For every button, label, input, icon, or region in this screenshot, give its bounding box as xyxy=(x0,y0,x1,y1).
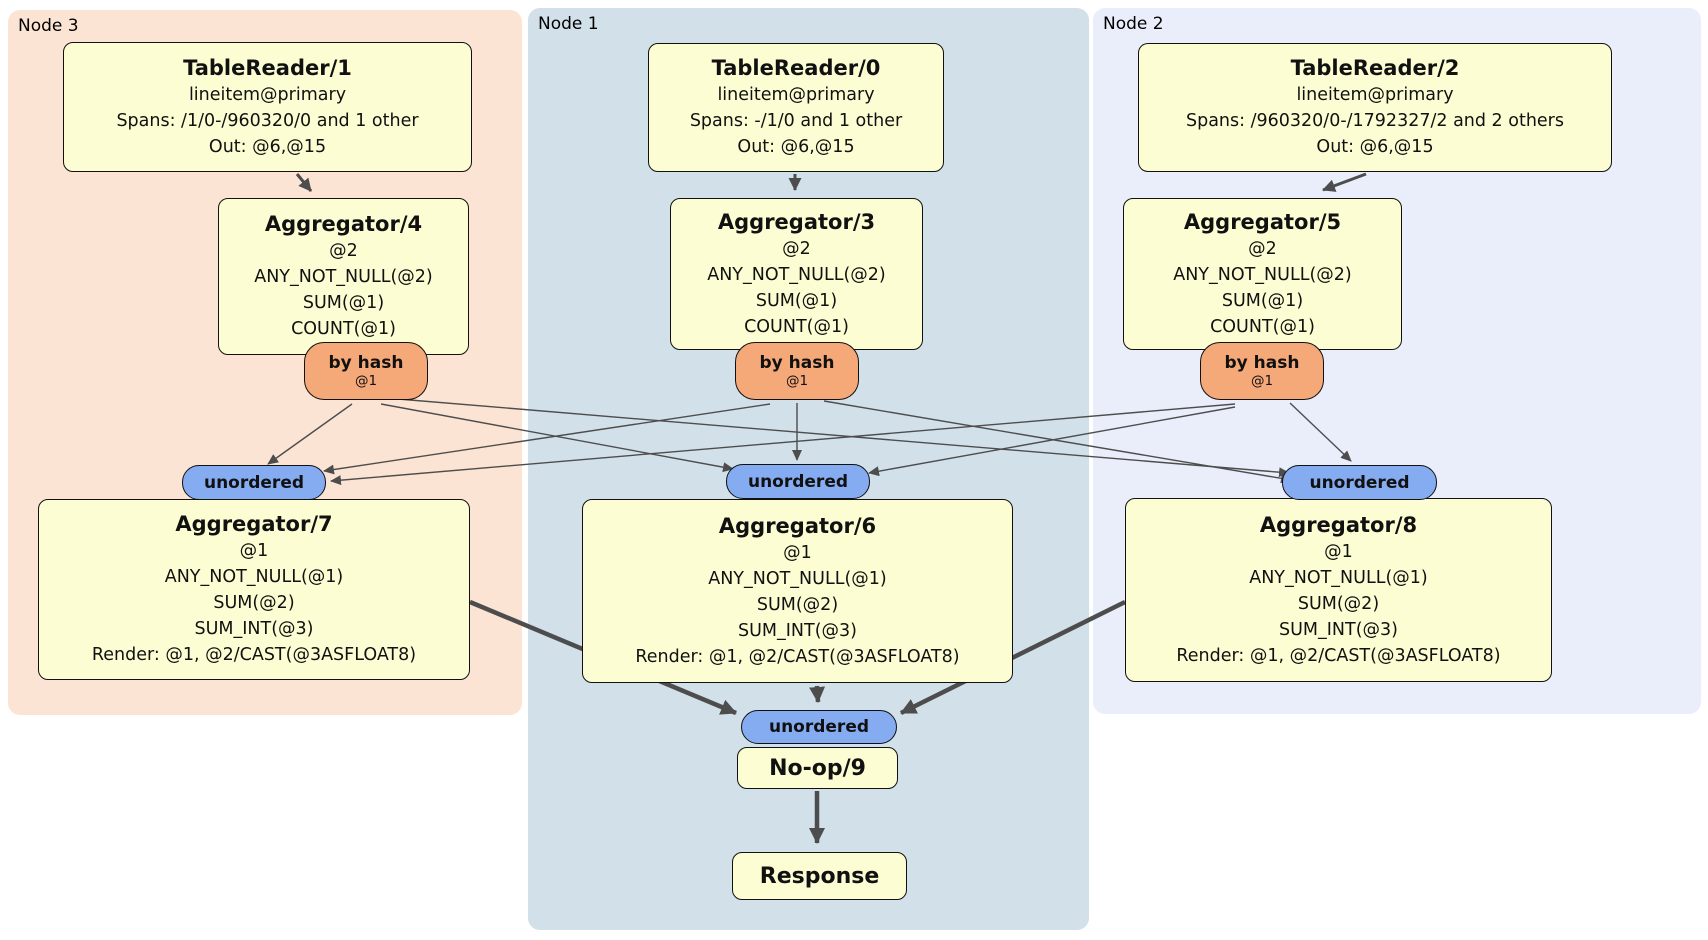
processor-response: Response xyxy=(732,852,907,900)
router-by-hash-node2: by hash @1 xyxy=(1200,342,1324,400)
processor-line: SUM(@2) xyxy=(1297,593,1380,614)
processor-noop-9: No-op/9 xyxy=(737,747,898,789)
processor-line: SUM_INT(@3) xyxy=(738,620,857,641)
processor-title: Response xyxy=(759,863,880,889)
processor-title: Aggregator/7 xyxy=(175,512,333,536)
edge-tr2-agg5 xyxy=(1322,172,1367,192)
processor-line: SUM_INT(@3) xyxy=(194,619,314,639)
processor-tablereader-2: TableReader/2 lineitem@primary Spans: /9… xyxy=(1138,43,1612,172)
processor-line: lineitem@primary xyxy=(717,85,875,105)
sync-label: unordered xyxy=(1309,472,1410,493)
edge-byhash5-unordered2 xyxy=(1289,402,1352,462)
router-key: @1 xyxy=(354,373,378,389)
processor-line: ANY_NOT_NULL(@2) xyxy=(1173,264,1352,285)
sync-unordered-node1: unordered xyxy=(726,464,870,499)
edge-agg6-unordered-final xyxy=(809,685,826,703)
edge-byhash5-unordered1 xyxy=(868,406,1236,477)
processor-line: Out: @6,@15 xyxy=(208,136,327,157)
processor-line: SUM(@2) xyxy=(756,594,839,615)
processor-line: SUM(@1) xyxy=(1221,290,1304,311)
processor-aggregator-5: Aggregator/5 @2 ANY_NOT_NULL(@2) SUM(@1)… xyxy=(1123,198,1402,350)
edge-byhash5-unordered3 xyxy=(330,403,1236,486)
processor-line: Render: @1, @2/CAST(@3ASFLOAT8) xyxy=(1176,645,1501,666)
processor-line: Spans: -/1/0 and 1 other xyxy=(689,111,903,131)
processor-title: Aggregator/4 xyxy=(264,212,423,236)
processor-line: @2 xyxy=(782,238,811,259)
processor-line: lineitem@primary xyxy=(188,84,347,105)
processor-line: Out: @6,@15 xyxy=(737,137,855,157)
region-node-2-label: Node 2 xyxy=(1103,14,1164,34)
edge-byhash1-unordered3 xyxy=(323,403,771,475)
router-by-hash-node1: by hash @1 xyxy=(735,342,859,400)
processor-aggregator-6: Aggregator/6 @1 ANY_NOT_NULL(@1) SUM(@2)… xyxy=(582,499,1013,683)
processor-title: Aggregator/8 xyxy=(1259,512,1418,537)
processor-tablereader-0: TableReader/0 lineitem@primary Spans: -/… xyxy=(648,43,944,172)
edge-byhash4-unordered2 xyxy=(397,398,1290,478)
region-node-3-label: Node 3 xyxy=(18,16,79,36)
processor-line: Render: @1, @2/CAST(@3ASFLOAT8) xyxy=(91,645,417,665)
processor-line: @2 xyxy=(329,241,358,261)
processor-line: Out: @6,@15 xyxy=(1316,137,1434,157)
processor-line: SUM_INT(@3) xyxy=(1279,619,1398,640)
router-key: @1 xyxy=(1250,373,1274,389)
region-node-1-label: Node 1 xyxy=(538,14,599,34)
processor-line: ANY_NOT_NULL(@1) xyxy=(708,568,887,589)
processor-line: ANY_NOT_NULL(@1) xyxy=(1249,567,1428,588)
router-by-hash-node3: by hash @1 xyxy=(304,342,428,400)
sync-label: unordered xyxy=(768,717,870,737)
processor-line: Spans: /1/0-/960320/0 and 1 other xyxy=(116,110,419,131)
processor-tablereader-1: TableReader/1 lineitem@primary Spans: /1… xyxy=(63,42,472,172)
edge-byhash4-unordered3 xyxy=(267,403,353,465)
processor-line: SUM(@2) xyxy=(213,593,295,613)
processor-line: ANY_NOT_NULL(@2) xyxy=(707,264,886,285)
sync-unordered-node3: unordered xyxy=(182,465,326,500)
processor-line: @1 xyxy=(1324,541,1353,562)
edge-byhash1-unordered2 xyxy=(823,400,1292,484)
processor-aggregator-3: Aggregator/3 @2 ANY_NOT_NULL(@2) SUM(@1)… xyxy=(670,198,923,350)
processor-title: TableReader/2 xyxy=(1290,56,1460,80)
processor-aggregator-7: Aggregator/7 @1 ANY_NOT_NULL(@1) SUM(@2)… xyxy=(38,499,470,680)
router-label: by hash xyxy=(1224,353,1300,373)
processor-title: Aggregator/6 xyxy=(718,513,877,538)
processor-line: lineitem@primary xyxy=(1296,85,1454,105)
processor-line: @1 xyxy=(239,541,269,561)
router-key: @1 xyxy=(785,373,809,389)
sync-unordered-final: unordered xyxy=(741,710,897,744)
edge-tr1-agg4 xyxy=(295,173,313,192)
processor-line: SUM(@1) xyxy=(755,290,838,311)
processor-line: ANY_NOT_NULL(@2) xyxy=(254,267,433,287)
processor-line: COUNT(@1) xyxy=(1210,316,1315,337)
processor-title: No-op/9 xyxy=(769,755,866,781)
processor-line: COUNT(@1) xyxy=(291,319,396,339)
processor-line: ANY_NOT_NULL(@1) xyxy=(164,567,344,587)
processor-line: @2 xyxy=(1248,238,1277,259)
processor-aggregator-4: Aggregator/4 @2 ANY_NOT_NULL(@2) SUM(@1)… xyxy=(218,198,469,355)
router-label: by hash xyxy=(328,353,404,373)
processor-line: SUM(@1) xyxy=(302,293,385,313)
processor-line: Render: @1, @2/CAST(@3ASFLOAT8) xyxy=(635,646,960,667)
sync-unordered-node2: unordered xyxy=(1282,465,1437,500)
processor-aggregator-8: Aggregator/8 @1 ANY_NOT_NULL(@1) SUM(@2)… xyxy=(1125,498,1552,682)
processor-line: COUNT(@1) xyxy=(744,316,849,337)
processor-title: Aggregator/3 xyxy=(717,209,876,234)
sync-label: unordered xyxy=(203,472,305,493)
edge-agg8-unordered-final xyxy=(900,599,1126,716)
processor-title: Aggregator/5 xyxy=(1183,209,1342,234)
processor-line: Spans: /960320/0-/1792327/2 and 2 others xyxy=(1185,111,1564,131)
processor-line: @1 xyxy=(783,542,812,563)
processor-title: TableReader/0 xyxy=(711,56,881,80)
router-label: by hash xyxy=(759,353,835,373)
sync-label: unordered xyxy=(747,471,849,492)
processor-title: TableReader/1 xyxy=(183,55,352,80)
